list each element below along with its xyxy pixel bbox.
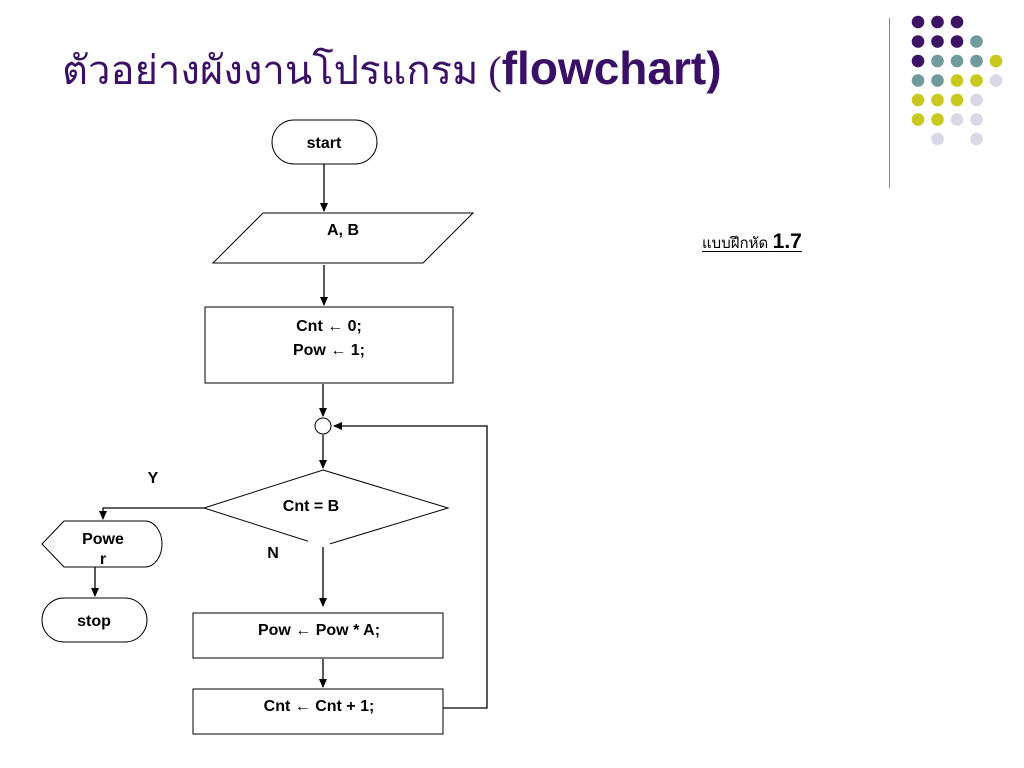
decorative-dot — [931, 35, 944, 48]
decorative-dot — [970, 113, 983, 126]
output-display-shape — [41, 520, 163, 568]
output-label-line1: Powe — [82, 531, 124, 548]
init-label-line1: Cnt ← 0; — [296, 318, 362, 335]
arrow-yes-branch — [99, 507, 204, 520]
increment-label: Cnt ← Cnt + 1; — [264, 698, 375, 715]
decorative-dot — [911, 74, 925, 87]
decorative-dot — [970, 93, 983, 107]
init-label-line2: Pow ← 1; — [293, 342, 365, 359]
page-title: ตัวอย่างผังงานโปรแกรม (flowchart) — [62, 38, 722, 102]
stop-terminal — [41, 597, 148, 643]
decorative-dot — [950, 15, 964, 29]
input-parallelogram — [211, 212, 475, 264]
arrow-loop-back — [333, 422, 488, 709]
decorative-dot — [931, 132, 944, 146]
decorative-dot — [950, 35, 964, 48]
divider-line — [889, 18, 890, 188]
decorative-dot — [970, 132, 983, 146]
decorative-dot — [911, 15, 925, 29]
decorative-dot — [931, 54, 944, 68]
decorative-dot — [970, 74, 983, 87]
decorative-dot — [911, 54, 925, 68]
stop-label: stop — [77, 613, 111, 630]
decorative-dot — [950, 113, 964, 126]
decorative-dot — [931, 93, 944, 107]
decorative-dot — [970, 54, 983, 68]
decorative-dot — [950, 54, 964, 68]
decorative-dot — [911, 113, 925, 126]
multiply-label: Pow ← Pow * A; — [258, 622, 380, 639]
start-label: start — [307, 135, 342, 152]
decorative-dot — [931, 113, 944, 126]
title-thai: ตัวอย่างผังงานโปรแกรม ( — [62, 48, 502, 93]
exercise-number: 1.7 — [772, 230, 802, 253]
multiply-process-box — [192, 612, 444, 659]
n-label-mask — [308, 539, 330, 547]
decorative-dot — [989, 54, 1003, 68]
title-english: flowchart) — [501, 42, 722, 94]
loop-connector — [314, 417, 332, 435]
decorative-dot — [989, 74, 1003, 87]
decorative-dots — [911, 15, 1003, 146]
decorative-dot — [911, 35, 925, 48]
no-label: N — [267, 545, 279, 562]
decorative-dot — [950, 93, 964, 107]
exercise-label-thai: แบบฝึกหัด — [702, 234, 769, 252]
init-process-box — [204, 306, 454, 384]
exercise-label: แบบฝึกหัด 1.7 — [702, 230, 802, 255]
decorative-dot — [950, 74, 964, 87]
decision-label: Cnt = B — [283, 498, 339, 515]
input-label: A, B — [327, 222, 359, 239]
increment-process-box — [192, 688, 444, 735]
decorative-dot — [931, 74, 944, 87]
decorative-dot — [970, 35, 983, 48]
output-label-line2: r — [100, 551, 106, 568]
decorative-dot — [931, 15, 944, 29]
yes-label: Y — [148, 470, 159, 487]
decorative-dot — [911, 93, 925, 107]
